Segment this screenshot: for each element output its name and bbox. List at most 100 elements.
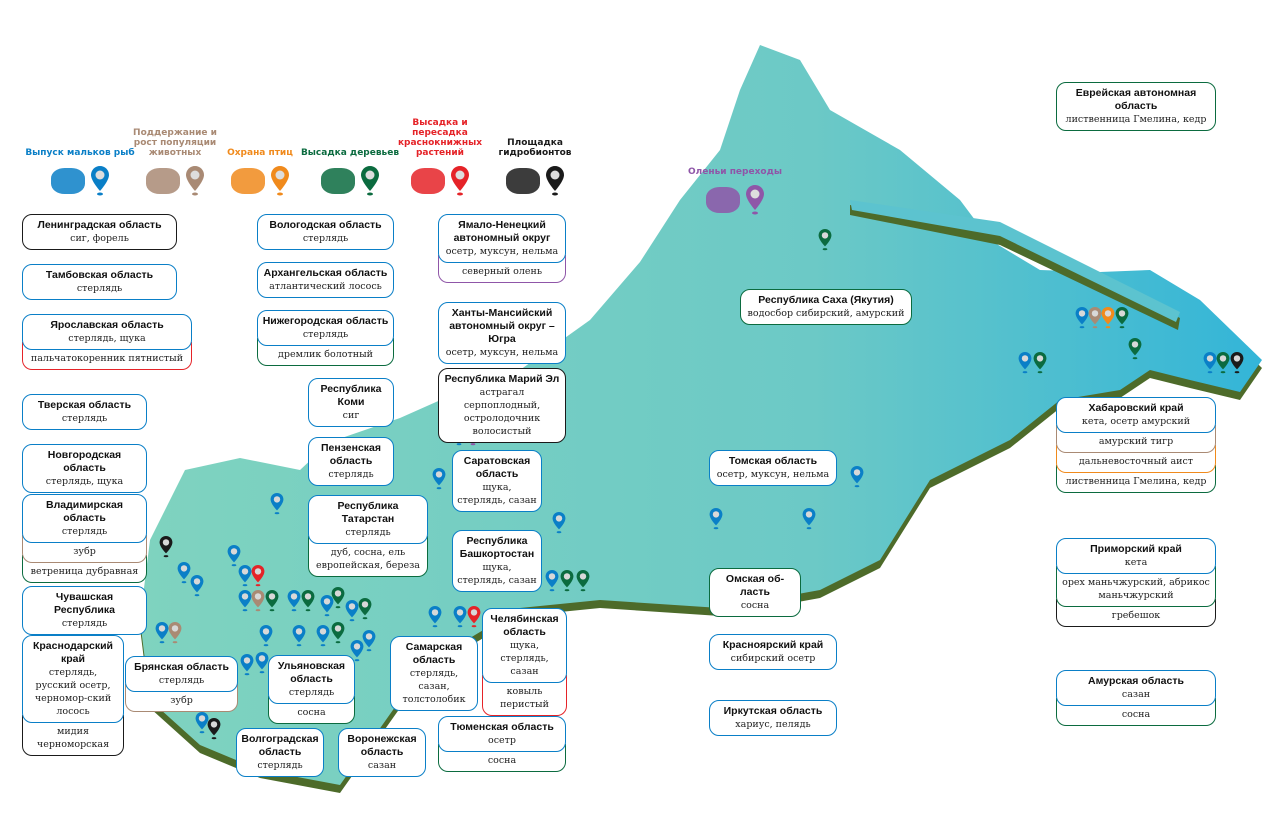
map-pin-icon[interactable] [432, 468, 446, 490]
map-pin-icon[interactable] [177, 562, 191, 584]
map-pin-icon[interactable] [453, 606, 467, 628]
map-pin-icon[interactable] [331, 622, 345, 644]
map-pin-icon[interactable] [238, 590, 252, 612]
species-text: стерлядь [61, 526, 108, 537]
map-pin-icon[interactable] [331, 587, 345, 609]
map-pin-icon[interactable] [818, 229, 832, 251]
map-pin-icon[interactable] [259, 625, 273, 647]
species-text: лиственница Гмелина, кедр [1065, 114, 1207, 125]
legend-label: Высадка деревьев [300, 148, 400, 158]
map-pin-icon[interactable] [850, 466, 864, 488]
map-pin-icon[interactable] [1075, 307, 1089, 329]
region-name: Республика Татарстан [337, 500, 399, 525]
map-pin-icon[interactable] [467, 606, 481, 628]
map-pin-icon[interactable] [320, 595, 334, 617]
map-pin-icon[interactable] [560, 570, 574, 592]
map-pin-icon[interactable] [1033, 352, 1047, 374]
map-pin-icon[interactable] [802, 508, 816, 530]
region-name: Воронежская область [347, 733, 417, 758]
map-pin-icon[interactable] [1203, 352, 1217, 374]
map-pin-icon[interactable] [292, 625, 306, 647]
map-pin-icon[interactable] [316, 625, 330, 647]
map-pin-icon[interactable] [576, 570, 590, 592]
map-pin-icon[interactable] [287, 590, 301, 612]
region-name: Ярославская область [50, 319, 164, 331]
map-pin-icon[interactable] [362, 630, 376, 652]
map-pin-icon[interactable] [207, 718, 221, 740]
map-pin-icon[interactable] [238, 565, 252, 587]
map-pin-icon[interactable] [195, 712, 209, 734]
map-pin-icon[interactable] [255, 652, 269, 674]
map-pin-icon[interactable] [168, 622, 182, 644]
map-pin-icon[interactable] [345, 600, 359, 622]
species-text: сазан [1121, 689, 1151, 700]
region-card[interactable]: Ханты-Мансийский автономный округ – Югра… [438, 302, 566, 364]
map-pin-icon[interactable] [240, 654, 254, 676]
map-pin-icon[interactable] [1128, 338, 1142, 360]
map-pin-icon[interactable] [1088, 307, 1102, 329]
map-pin-icon[interactable] [358, 598, 372, 620]
map-pin-icon[interactable] [155, 622, 169, 644]
species-text: стерлядь, русский осетр, черномор-ский л… [34, 667, 112, 717]
map-pin-icon[interactable] [552, 512, 566, 534]
map-pin-icon[interactable] [350, 640, 364, 662]
region-card-section: Республика Саха (Якутия)водосбор сибирск… [740, 289, 912, 325]
map-pin-icon[interactable] [301, 590, 315, 612]
map-pin-icon[interactable] [265, 590, 279, 612]
map-pin-icon[interactable] [1230, 352, 1244, 374]
map-pin-icon[interactable] [1018, 352, 1032, 374]
map-pin-icon[interactable] [1115, 307, 1129, 329]
map-pin-icon[interactable] [270, 493, 284, 515]
region-card-section: Владимирская область стерлядь [22, 494, 147, 543]
map-pin-icon[interactable] [227, 545, 241, 567]
map-pin-icon[interactable] [190, 575, 204, 597]
map-pin-icon[interactable] [545, 570, 559, 592]
legend-label: Охрана птиц [227, 148, 293, 158]
map-pin-icon[interactable] [251, 590, 265, 612]
map-pin-icon[interactable] [428, 606, 442, 628]
map-pin-icon[interactable] [1101, 307, 1115, 329]
region-card[interactable]: Республика Саха (Якутия)водосбор сибирск… [740, 289, 912, 325]
map-pin-icon[interactable] [1216, 352, 1230, 374]
map-pin-icon[interactable] [709, 508, 723, 530]
region-card-section: Ханты-Мансийский автономный округ – Югра… [438, 302, 566, 364]
region-name: Владимирская область [46, 499, 123, 524]
map-pin-icon[interactable] [251, 565, 265, 587]
map-pin-icon[interactable] [159, 536, 173, 558]
